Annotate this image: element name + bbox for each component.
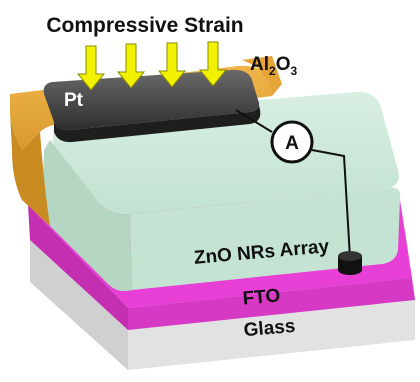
ammeter: A xyxy=(270,120,314,164)
pt-electrode xyxy=(43,69,261,143)
glass-right-face xyxy=(128,300,415,370)
al2o3-side-face xyxy=(10,112,50,226)
glass-label: Glass xyxy=(243,316,296,341)
ammeter-circle xyxy=(270,120,314,164)
contact-post-bottom xyxy=(338,265,362,275)
fto-contact xyxy=(338,251,362,275)
pt-label: Pt xyxy=(64,90,84,111)
glass-front-face xyxy=(30,240,128,370)
al2o3-right-face xyxy=(242,56,282,96)
arrow-icon xyxy=(198,41,228,87)
fto-right-face xyxy=(128,278,415,330)
fto-front-face xyxy=(28,205,128,330)
arrow-icon xyxy=(76,45,106,91)
arrow-icon xyxy=(157,42,187,88)
pt-top-face xyxy=(43,69,259,131)
strain-arrows xyxy=(76,41,228,91)
zno-right-face xyxy=(130,187,401,290)
al2o3-label: Al2O3 xyxy=(250,54,297,78)
pt-front-face xyxy=(54,100,261,143)
ammeter-label: A xyxy=(285,133,299,154)
fto-label: FTO xyxy=(242,285,281,309)
contact-post-top xyxy=(338,251,362,261)
title: Compressive Strain xyxy=(46,14,243,37)
circuit-wire xyxy=(235,109,351,259)
arrow-icon xyxy=(116,43,146,89)
zno-front-face xyxy=(41,140,132,292)
